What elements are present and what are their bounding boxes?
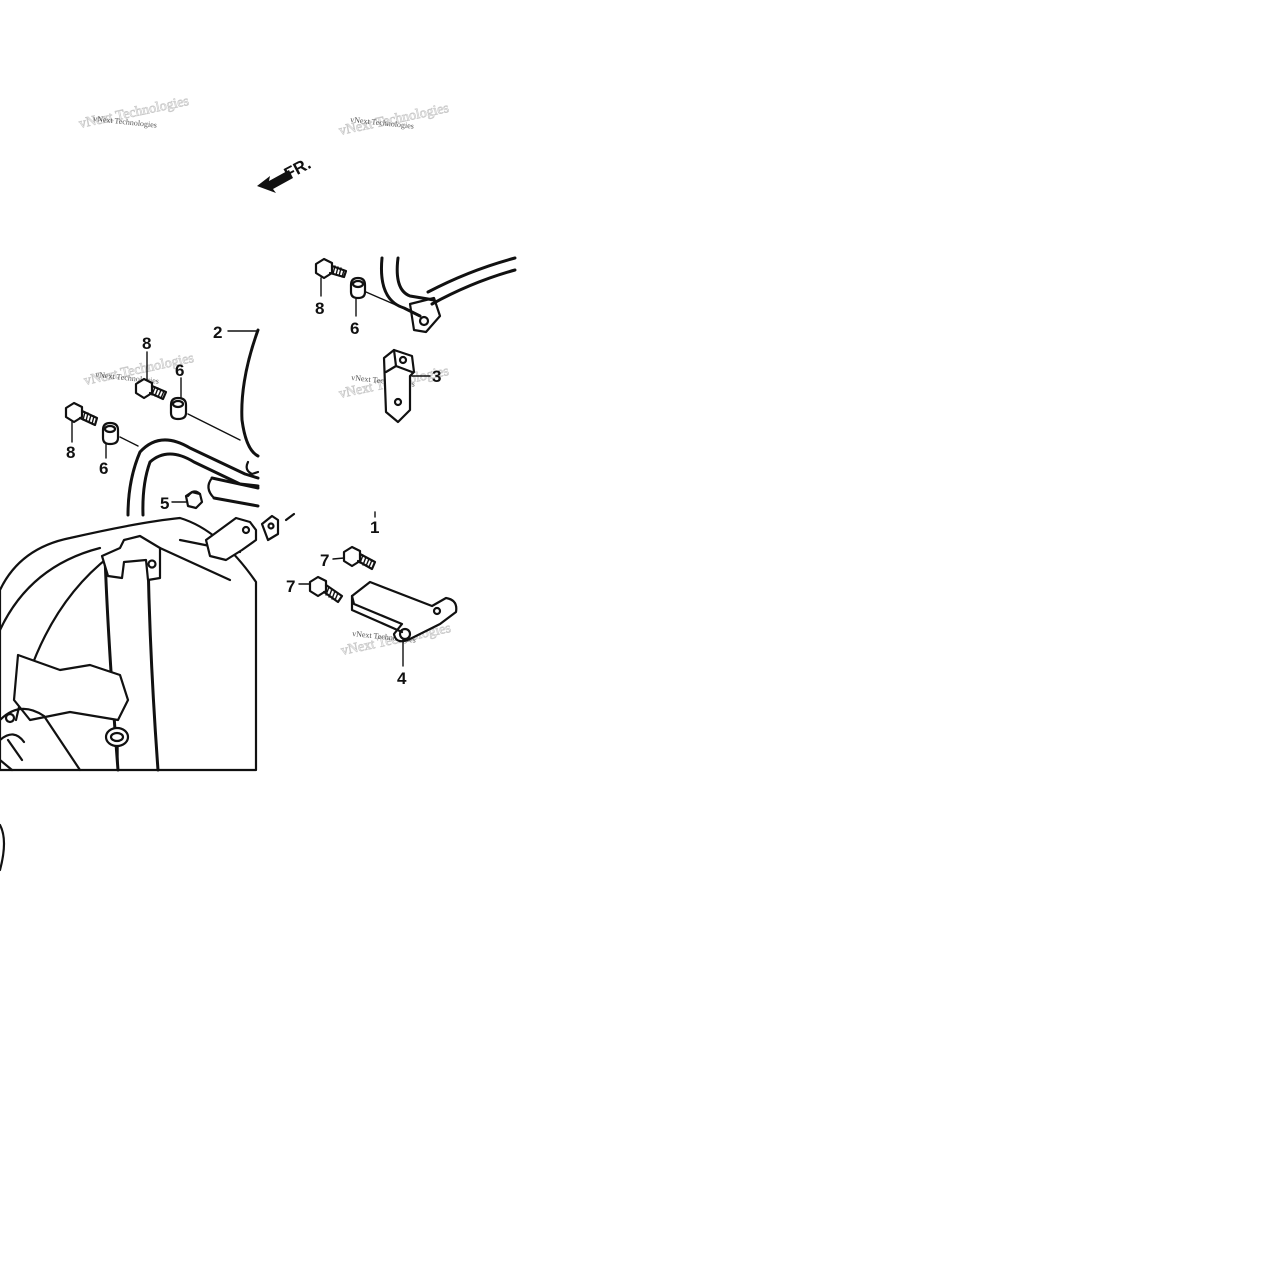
callout-3: 3 — [432, 367, 441, 386]
bolt-8-mid — [134, 351, 168, 401]
callout-4: 4 — [397, 669, 407, 688]
callout-8-mid: 8 — [142, 334, 151, 353]
callout-1: 1 — [370, 518, 379, 537]
collar-6-mid — [169, 377, 241, 441]
collar-6-upper — [349, 276, 367, 317]
bolt-8-lower — [64, 401, 99, 443]
rear-rail-upper — [365, 256, 517, 334]
bracket-3 — [382, 348, 431, 424]
bracket-4 — [350, 580, 458, 667]
rear-cover-body — [0, 516, 258, 872]
cap-nut-5 — [171, 490, 204, 510]
callout-6-mid: 6 — [175, 361, 184, 380]
front-direction-indicator: FR. — [257, 154, 314, 193]
front-arrow-icon — [257, 170, 293, 193]
callout-7-upper: 7 — [320, 551, 329, 570]
callout-6-lower: 6 — [99, 459, 108, 478]
callout-7-lower: 7 — [286, 577, 295, 596]
handle-rail-2 — [126, 328, 260, 517]
collar-6-lower — [101, 421, 139, 459]
callout-6-upper: 6 — [350, 319, 359, 338]
callout-5: 5 — [160, 494, 169, 513]
grommet — [104, 726, 130, 771]
callout-2: 2 — [213, 323, 222, 342]
bolt-7-lower — [298, 575, 344, 604]
cover-mount-bracket — [204, 512, 296, 562]
bolt-7-upper — [332, 545, 377, 571]
callout-8-lower: 8 — [66, 443, 75, 462]
bolt-8-upper — [314, 257, 348, 297]
callout-8-upper: 8 — [315, 299, 324, 318]
